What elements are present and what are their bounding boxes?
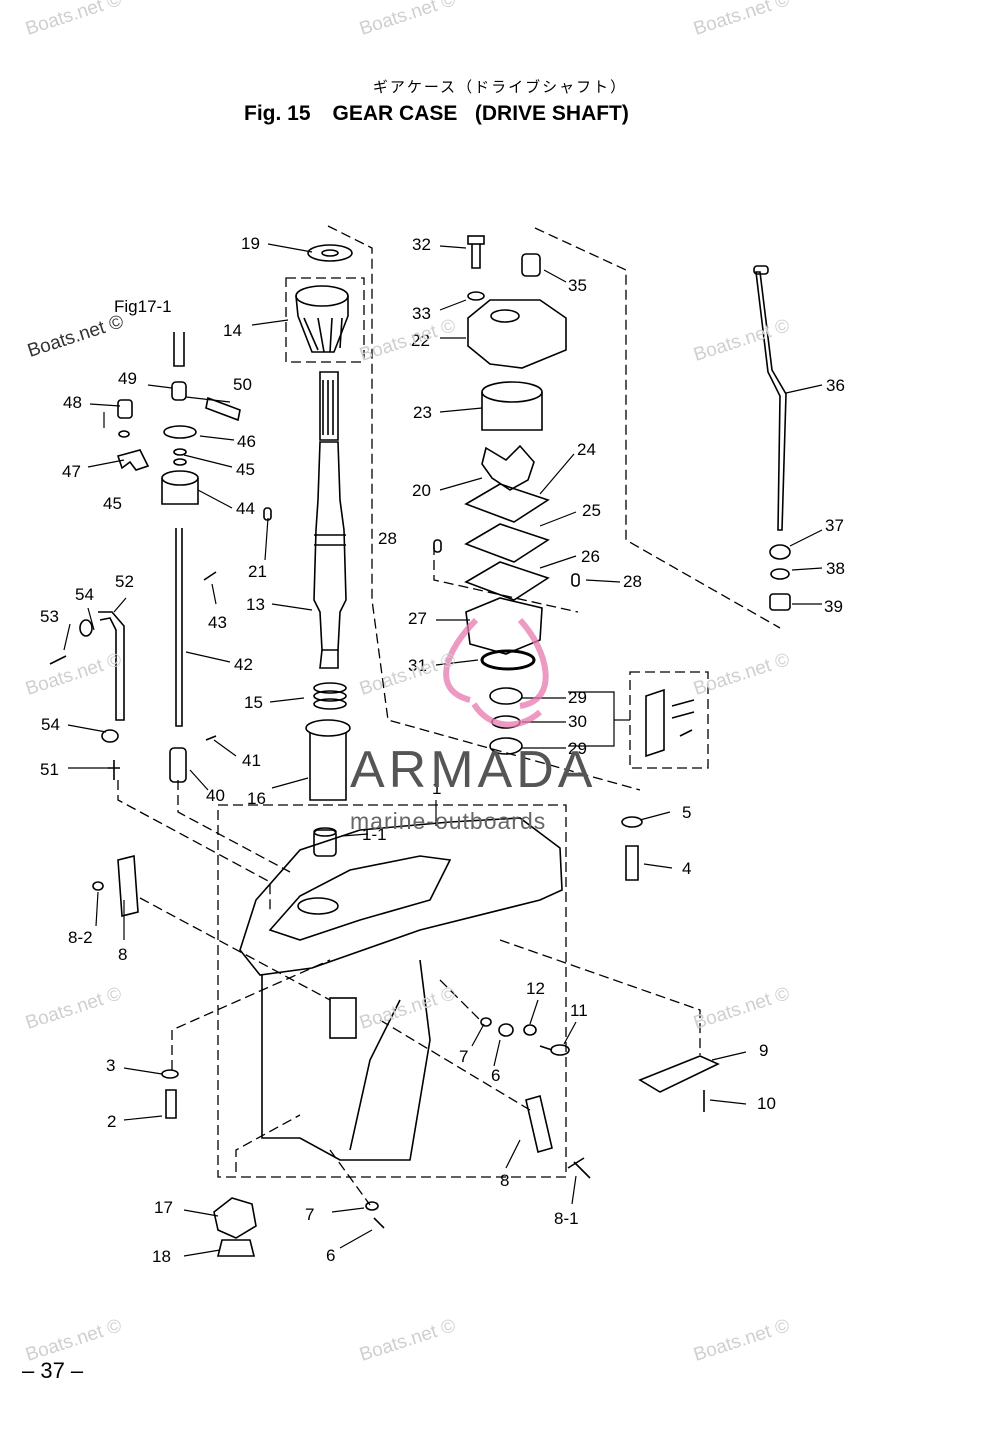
part-label-20: 20 [412, 481, 431, 500]
part-label-50: 50 [233, 375, 252, 394]
part-label-14: 14 [223, 321, 242, 340]
part-label-46: 46 [237, 432, 256, 451]
part-label-52: 52 [115, 572, 134, 591]
part-label-54b: 54 [41, 715, 60, 734]
part-label-7b: 7 [305, 1205, 315, 1224]
part-label-45b: 45 [103, 494, 122, 513]
part-label-42: 42 [234, 655, 253, 674]
part-label-13: 13 [246, 595, 265, 614]
part-label-44: 44 [236, 499, 255, 518]
part-label-48: 48 [63, 393, 82, 412]
part-label-23: 23 [413, 403, 432, 422]
part-label-32: 32 [412, 235, 431, 254]
part-label-10: 10 [757, 1094, 776, 1113]
japanese-title: ギアケース（ドライブシャフト） [372, 78, 628, 96]
part-label-37: 37 [825, 516, 844, 535]
part-label-40: 40 [206, 786, 225, 805]
brand-name: ARMADA [350, 741, 597, 799]
part-label-53: 53 [40, 607, 59, 626]
figure-number: Fig. 15 [244, 102, 311, 125]
part-label-8b: 8 [500, 1171, 510, 1190]
part-label-3: 3 [106, 1056, 116, 1075]
figure-title: Fig. 15 GEAR CASE (DRIVE SHAFT) [244, 102, 629, 126]
part-label-35: 35 [568, 276, 587, 295]
part-label-15: 15 [244, 693, 263, 712]
part-label-51: 51 [40, 760, 59, 779]
part-label-25: 25 [582, 501, 601, 520]
part-label-18: 18 [152, 1247, 171, 1266]
part-label-26: 26 [581, 547, 600, 566]
part-label-6a: 6 [491, 1066, 501, 1085]
fig-reference-label: Fig17-1 [114, 297, 172, 316]
part-label-47: 47 [62, 462, 81, 481]
part-label-54a: 54 [75, 585, 94, 604]
part-label-29a: 29 [568, 688, 587, 707]
part-label-28b: 28 [623, 572, 642, 591]
part-label-2: 2 [107, 1112, 117, 1131]
figure-name: GEAR CASE (DRIVE SHAFT) [332, 102, 629, 125]
part-label-4: 4 [682, 859, 692, 878]
part-label-43: 43 [208, 613, 227, 632]
part-label-12: 12 [526, 979, 545, 998]
part-label-29b: 29 [568, 739, 587, 758]
part-label-38: 38 [826, 559, 845, 578]
page-number: – 37 – [22, 1358, 84, 1383]
part-label-11: 11 [570, 1001, 588, 1020]
brand-tagline: marine-outboards [350, 808, 547, 834]
part-label-5: 5 [682, 803, 692, 822]
part-label-31: 31 [408, 656, 427, 675]
part-label-17: 17 [154, 1198, 173, 1217]
part-label-39: 39 [824, 597, 843, 616]
part-label-7a: 7 [459, 1047, 469, 1066]
part-label-41: 41 [242, 751, 261, 770]
part-label-28a: 28 [378, 529, 397, 548]
part-label-1-1: 1-1 [362, 825, 387, 844]
part-label-27: 27 [408, 609, 427, 628]
part-label-45a: 45 [236, 460, 255, 479]
part-label-36: 36 [826, 376, 845, 395]
part-label-8-1: 8-1 [554, 1209, 579, 1228]
part-label-30: 30 [568, 712, 587, 731]
part-label-21: 21 [248, 562, 267, 581]
part-label-9: 9 [759, 1041, 769, 1060]
part-label-6b: 6 [326, 1246, 336, 1265]
part-label-8a: 8 [118, 945, 128, 964]
part-label-16: 16 [247, 789, 266, 808]
part-label-22: 22 [411, 331, 430, 350]
part-label-24: 24 [577, 440, 596, 459]
part-label-33: 33 [412, 304, 431, 323]
part-label-8-2: 8-2 [68, 928, 93, 947]
part-label-1: 1 [432, 779, 442, 798]
part-label-49: 49 [118, 369, 137, 388]
part-label-19: 19 [241, 234, 260, 253]
